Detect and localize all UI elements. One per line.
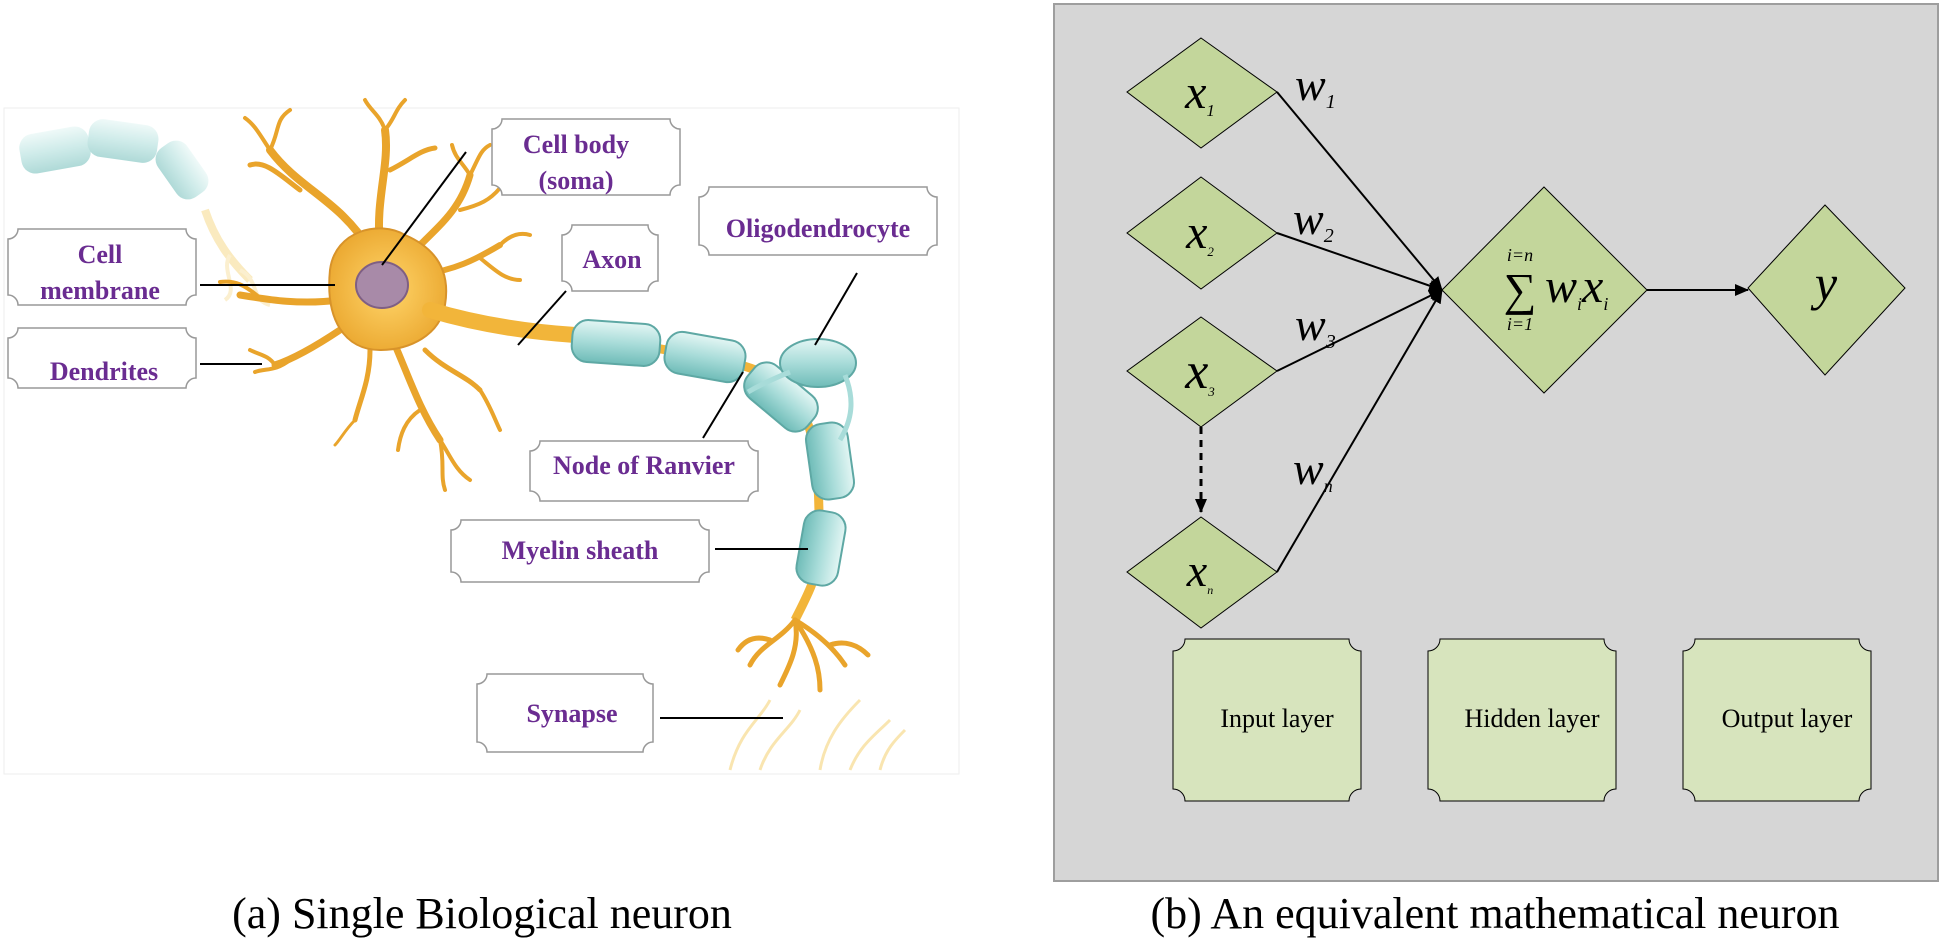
connection-n	[1276, 289, 1443, 573]
input-node-3: x3	[1126, 316, 1278, 428]
label-myelin-sheath: Myelin sheath	[450, 519, 710, 583]
label-node-of-ranvier: Node of Ranvier	[529, 440, 759, 502]
input-n-sym: x	[1186, 545, 1208, 596]
input-n-sub: n	[1207, 583, 1213, 597]
sum-w: w	[1545, 260, 1577, 313]
axon-terminals	[735, 617, 871, 693]
layer-hidden-label: Hidden layer	[1464, 704, 1599, 733]
weight-connections	[1195, 91, 1749, 573]
layer-input-label: Input layer	[1220, 704, 1334, 733]
label-oligodendrocyte: Oligodendrocyte	[698, 186, 938, 256]
myelin-segments	[570, 319, 856, 587]
caption-biological: (a) Single Biological neuron	[232, 889, 732, 938]
connection-1	[1276, 91, 1443, 291]
label-dendrites: Dendrites	[7, 327, 197, 389]
label-oligodendrocyte-text: Oligodendrocyte	[726, 214, 910, 243]
label-synapse-text: Synapse	[526, 699, 617, 728]
weight-1-sym: w	[1295, 59, 1326, 110]
sum-w-sub: i	[1577, 294, 1582, 314]
weight-n-sub: n	[1324, 476, 1333, 496]
input-2-sym: x	[1185, 206, 1207, 259]
biological-neuron-panel: Cell body (soma) Cell membrane Dendrites…	[3, 98, 960, 938]
svg-text:x2: x2	[1185, 206, 1214, 259]
label-cell-body-line2: (soma)	[538, 166, 613, 195]
weight-3: w3	[1295, 299, 1336, 353]
label-cell-body: Cell body (soma)	[491, 118, 681, 196]
input-node-n: xn	[1126, 516, 1278, 629]
layer-input: Input layer	[1172, 638, 1362, 802]
label-axon-text: Axon	[582, 245, 642, 274]
svg-text:wixi: wixi	[1545, 260, 1608, 314]
output-node: y	[1747, 204, 1906, 376]
weight-3-sym: w	[1295, 299, 1326, 350]
layer-output-label: Output layer	[1722, 704, 1853, 733]
weight-3-sub: 3	[1325, 331, 1336, 353]
sum-x-sub: i	[1603, 294, 1608, 314]
weight-1: w1	[1295, 59, 1336, 113]
weight-2-sub: 2	[1324, 225, 1334, 247]
caption-mathematical: (b) An equivalent mathematical neuron	[1150, 889, 1839, 938]
input-2-sub: 2	[1207, 244, 1214, 259]
target-dendrites	[728, 698, 907, 771]
svg-text:xn: xn	[1186, 545, 1213, 597]
weight-2-sym: w	[1293, 193, 1324, 244]
weight-2: w2	[1293, 193, 1334, 247]
label-cell-membrane: Cell membrane	[7, 228, 197, 306]
label-synapse: Synapse	[476, 673, 654, 753]
dendrite-tree	[218, 98, 532, 492]
label-dendrites-text: Dendrites	[50, 357, 158, 386]
input-3-sub: 3	[1207, 384, 1215, 399]
layer-hidden: Hidden layer	[1427, 638, 1617, 802]
connection-3	[1276, 289, 1443, 372]
upstream-axon	[19, 119, 271, 307]
connection-2	[1276, 232, 1443, 292]
svg-text:x3: x3	[1184, 343, 1215, 400]
input-3-sym: x	[1184, 343, 1208, 400]
mathematical-neuron-panel: x1 x2 x3 xn w1 w2 w3 wn i=n ∑ i=1 wixi	[1053, 3, 1939, 938]
label-cell-membrane-line1: Cell	[78, 240, 123, 269]
input-1-sym: x	[1184, 66, 1206, 119]
weight-1-sub: 1	[1326, 91, 1336, 113]
output-y: y	[1810, 255, 1838, 311]
input-1-sub: 1	[1206, 101, 1215, 120]
weight-n-sym: w	[1293, 443, 1324, 494]
label-axon: Axon	[561, 224, 659, 292]
summation-node: i=n ∑ i=1 wixi	[1441, 186, 1648, 394]
label-cell-membrane-line2: membrane	[40, 276, 160, 305]
input-node-1: x1	[1126, 37, 1278, 149]
sum-upper: i=n	[1507, 245, 1533, 265]
label-cell-body-line1: Cell body	[523, 130, 629, 159]
label-myelin-sheath-text: Myelin sheath	[502, 536, 659, 565]
sum-x: x	[1581, 260, 1603, 313]
sum-lower: i=1	[1507, 314, 1533, 334]
leader-lines	[200, 151, 858, 719]
input-node-2: x2	[1126, 176, 1278, 290]
svg-text:x1: x1	[1184, 66, 1215, 120]
sum-sigma: ∑	[1504, 264, 1537, 315]
label-node-of-ranvier-text: Node of Ranvier	[553, 451, 735, 480]
layer-output: Output layer	[1682, 638, 1872, 802]
nucleus	[355, 261, 409, 309]
axon-hillock	[422, 302, 583, 343]
weight-n: wn	[1293, 443, 1333, 496]
